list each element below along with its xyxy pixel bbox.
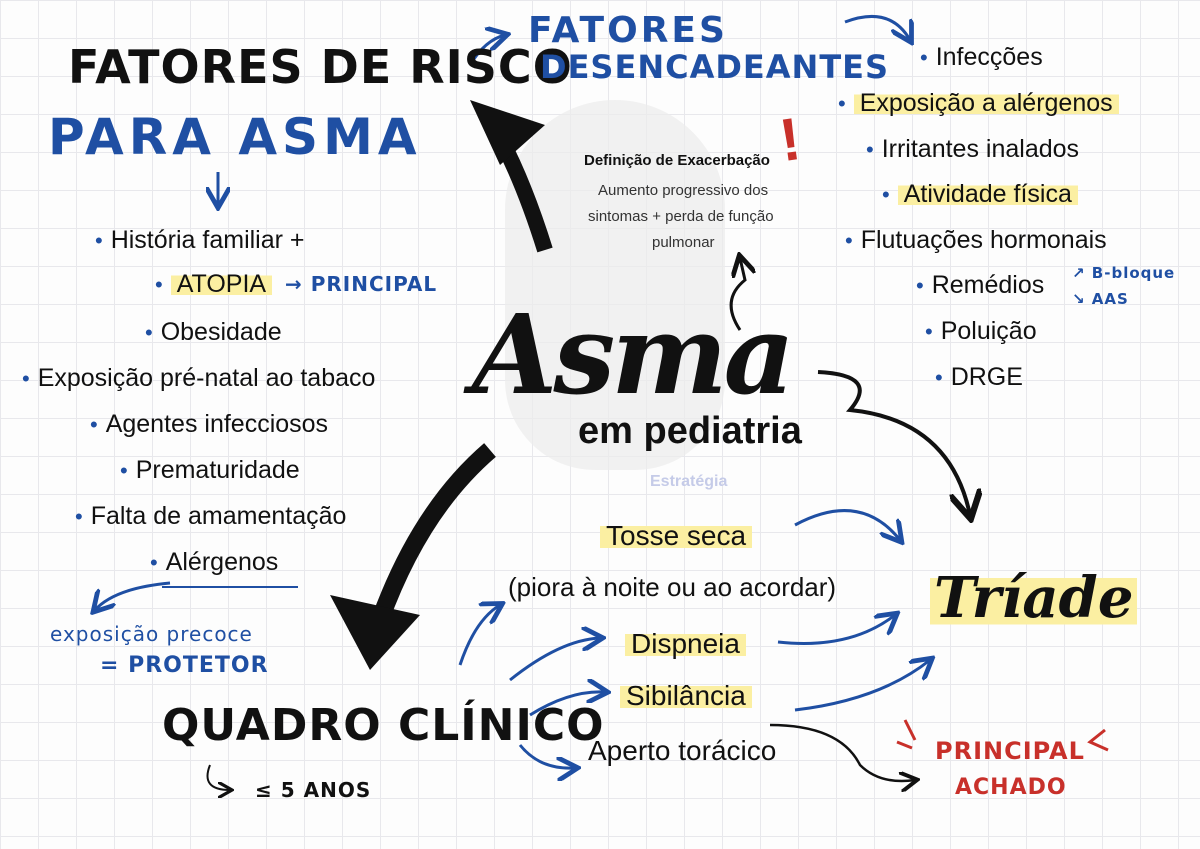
symptom-tosse: Tosse seca [600, 520, 753, 552]
trigger-item: DRGE [935, 363, 1023, 392]
center-subtitle: em pediatria [578, 410, 802, 452]
risk-item-atopia: ATOPIA [155, 270, 273, 299]
achado-label: ACHADO [955, 775, 1067, 800]
trigger-item: Flutuações hormonais [845, 226, 1107, 255]
triggers-title: FATORES [528, 10, 728, 51]
risk-item: Prematuridade [120, 456, 300, 485]
risk-item: Obesidade [145, 318, 282, 347]
risk-factors-subtitle: PARA ASMA [48, 108, 422, 166]
symptom-label: Tosse seca [600, 520, 753, 551]
triggers-subtitle: DESENCADEANTES [540, 48, 890, 86]
triad-text: Tríade [930, 565, 1138, 631]
symptom-label: Sibilância [620, 680, 752, 711]
risk-item-label: ATOPIA [170, 270, 273, 298]
risk-item: Agentes infecciosos [90, 410, 328, 439]
symptom-label: Dispneia [625, 628, 746, 659]
trigger-item: Poluição [925, 317, 1037, 346]
owl-watermark [505, 100, 725, 470]
trigger-item: Infecções [920, 43, 1043, 72]
risk-item: Falta de amamentação [75, 502, 347, 531]
remedios-note-text: AAS [1091, 290, 1129, 308]
principal-label: PRINCIPAL [935, 737, 1085, 765]
exacerbation-line: pulmonar [652, 234, 715, 251]
trigger-item-label: Exposição a alérgenos [853, 89, 1119, 117]
trigger-item: Atividade física [882, 180, 1078, 209]
trigger-item: Irritantes inalados [866, 135, 1079, 164]
atopia-note: → PRINCIPAL [285, 272, 438, 296]
trigger-item: Remédios [916, 271, 1045, 300]
risk-factors-title: FATORES DE RISCO [68, 40, 573, 94]
trigger-item-label: Atividade física [897, 180, 1078, 208]
allergen-note-line2: = PROTETOR [100, 653, 269, 678]
exacerbation-title: Definição de Exacerbação [584, 152, 770, 169]
exacerbation-line: Aumento progressivo dos [598, 182, 769, 199]
remedios-note-text: B-bloque [1091, 264, 1176, 282]
triad-label: Tríade [930, 565, 1138, 631]
exacerbation-line: sintomas + perda de função [588, 208, 774, 225]
symptom-aperto: Aperto torácico [588, 735, 777, 766]
clinical-title: QUADRO CLÍNICO [162, 700, 605, 751]
allergen-note-line1: exposição precoce [50, 622, 253, 646]
risk-item: Alérgenos [150, 548, 279, 577]
atopia-note-text: PRINCIPAL [310, 272, 438, 296]
center-title: Asma [472, 290, 795, 419]
risk-item: Exposição pré-natal ao tabaco [22, 364, 376, 393]
symptom-sibilancia: Sibilância [620, 680, 752, 712]
age-note: ≤ 5 ANOS [255, 778, 372, 802]
risk-item: História familiar + [95, 226, 305, 255]
remedios-note-1: ↗ B-bloque [1072, 264, 1176, 282]
symptom-dispneia: Dispneia [625, 628, 746, 660]
symptom-note: (piora à noite ou ao acordar) [508, 572, 837, 602]
trigger-item: Exposição a alérgenos [838, 89, 1119, 118]
remedios-note-2: ↘ AAS [1072, 290, 1129, 308]
estrategia-watermark: Estratégia [650, 473, 728, 490]
